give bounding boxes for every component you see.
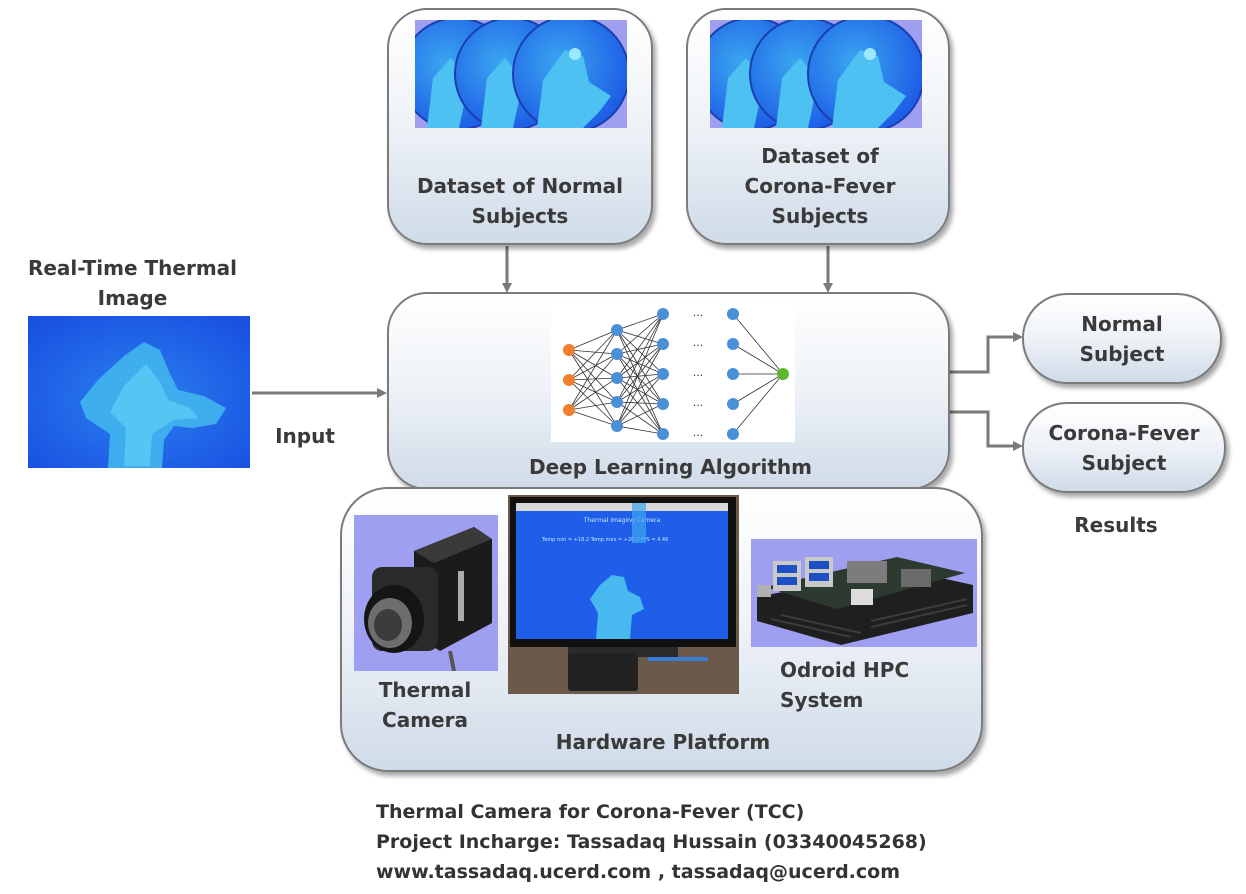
thermal-camera-photo xyxy=(354,515,498,671)
nn-ellipsis: ... xyxy=(693,336,704,349)
odroid-board-photo xyxy=(751,539,977,647)
cable xyxy=(648,657,708,661)
project-title: Thermal Camera for Corona-Fever (TCC) xyxy=(376,801,805,823)
project-incharge: Project Incharge: Tassadaq Hussain (0334… xyxy=(376,831,927,853)
result-normal-label: Normal Subject xyxy=(1079,311,1165,366)
neural-network-diagram: ... ... ... ... ... xyxy=(551,302,795,442)
hardware-label: Hardware Platform xyxy=(555,730,771,754)
hardware-box: Thermal Camera Thermal Imaging Camera Te… xyxy=(340,487,983,772)
realtime-thermal-image xyxy=(28,316,250,468)
screen-title: Thermal Imaging Camera xyxy=(583,517,661,524)
project-contact[interactable]: www.tassadaq.ucerd.com , tassadaq@ucerd.… xyxy=(376,861,901,883)
monitor-screen: Thermal Imaging Camera Temp min = +18.2 … xyxy=(516,503,728,639)
algorithm-box: ... ... ... ... ... Deep Learning Algori… xyxy=(387,292,950,490)
camera-label: Thermal Camera xyxy=(378,678,472,732)
nn-ellipsis: ... xyxy=(693,426,704,439)
hpc-label: Odroid HPC System xyxy=(780,658,910,712)
results-title: Results xyxy=(1074,513,1158,537)
monitor-stand xyxy=(568,647,678,657)
algorithm-label: Deep Learning Algorithm xyxy=(528,455,813,479)
dataset-fever-box: Dataset of Corona-Fever Subjects xyxy=(686,8,950,245)
nn-ellipsis: ... xyxy=(693,396,704,409)
dataset-normal-box: Dataset of Normal Subjects xyxy=(387,8,653,245)
input-title: Real-Time Thermal Image xyxy=(27,256,238,310)
dataset-fever-label: Dataset of Corona-Fever Subjects xyxy=(744,144,896,228)
nn-ellipsis: ... xyxy=(693,366,704,379)
odroid-small-screen xyxy=(568,653,638,691)
result-normal-pill: Normal Subject xyxy=(1022,293,1222,384)
screen-titlebar xyxy=(516,503,728,511)
fever-thermal-stack xyxy=(710,20,922,128)
result-fever-label: Corona-Fever Subject xyxy=(1048,420,1200,475)
result-fever-pill: Corona-Fever Subject xyxy=(1022,402,1226,493)
dataset-normal-label: Dataset of Normal Subjects xyxy=(416,174,624,228)
nn-ellipsis: ... xyxy=(693,306,704,319)
thermal-monitor-photo: Thermal Imaging Camera Temp min = +18.2 … xyxy=(508,495,739,694)
normal-thermal-stack xyxy=(415,20,627,128)
screen-readout: Temp min = +18.2 Temp max = +28.2 FPS = … xyxy=(542,537,669,543)
input-arrow-label: Input xyxy=(275,424,335,448)
